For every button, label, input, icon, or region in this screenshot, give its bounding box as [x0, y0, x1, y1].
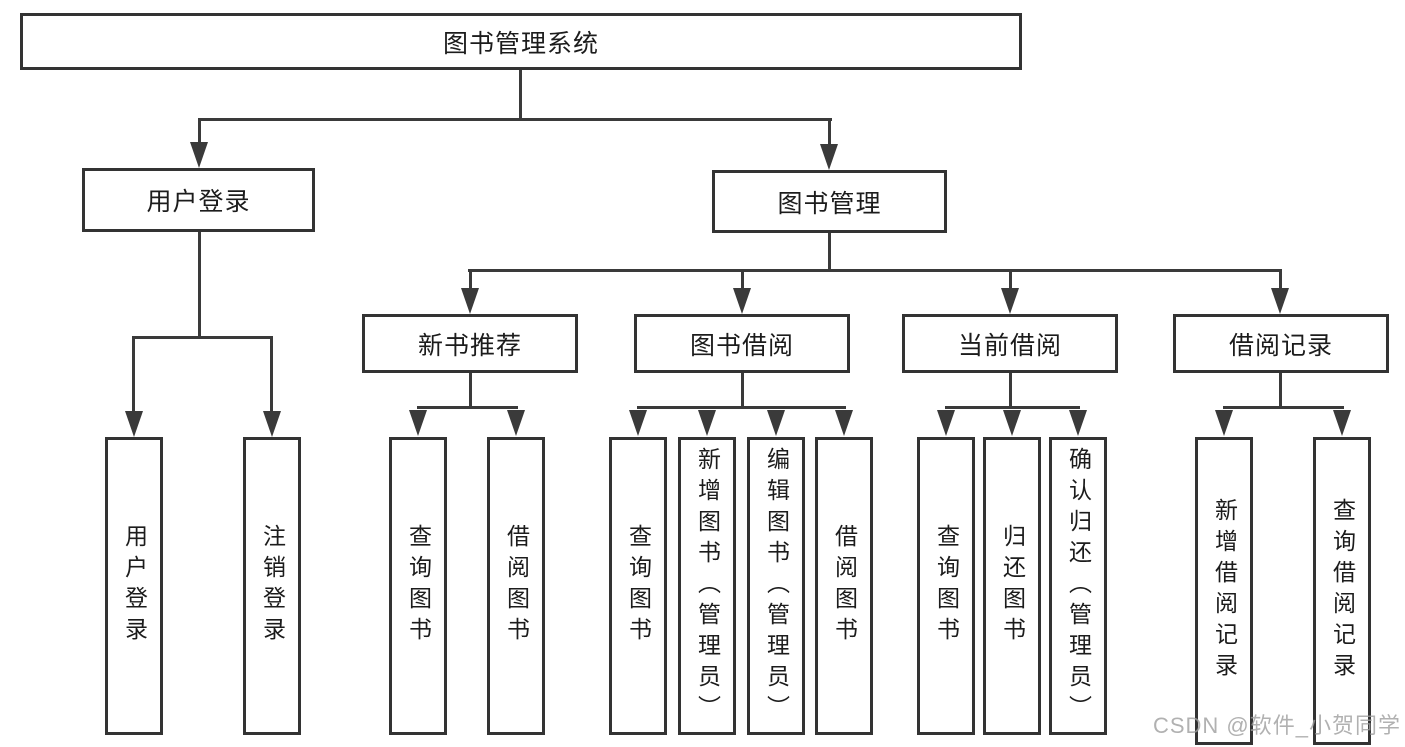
- csdn-watermark: CSDN @软件_小贺同学: [1152, 713, 1401, 738]
- leaf-borrow-books-1: 借阅图书: [487, 437, 545, 735]
- leaf-label: 借阅图书: [831, 524, 858, 648]
- arrowhead: [1001, 288, 1019, 314]
- connector-line: [1009, 269, 1012, 290]
- leaf-query-books-1: 查询图书: [389, 437, 447, 735]
- arrowhead: [409, 410, 427, 436]
- connector-line: [1009, 373, 1012, 409]
- connector-line: [198, 118, 201, 145]
- node-book-borrow: 图书借阅: [634, 314, 850, 373]
- leaf-query-books-2: 查询图书: [609, 437, 667, 735]
- leaf-add-books-admin: 新增图书（管理员）: [678, 437, 736, 735]
- leaf-add-borrow-record: 新增借阅记录: [1195, 437, 1253, 745]
- leaf-label: 查询借阅记录: [1329, 498, 1356, 684]
- node-borrow-record: 借阅记录: [1173, 314, 1389, 373]
- leaf-return-books: 归还图书: [983, 437, 1041, 735]
- node-current-borrow: 当前借阅: [902, 314, 1118, 373]
- connector-line: [270, 336, 273, 413]
- leaf-label: 归还图书: [999, 524, 1026, 648]
- leaf-label: 确认归还（管理员）: [1065, 446, 1092, 726]
- leaf-label: 借阅图书: [503, 524, 530, 648]
- arrowhead: [698, 410, 716, 436]
- connector-line: [469, 269, 472, 290]
- leaf-query-books-3: 查询图书: [917, 437, 975, 735]
- connector-line: [519, 70, 522, 120]
- connector-line: [198, 118, 832, 121]
- connector-line: [637, 406, 846, 409]
- leaf-label: 用户登录: [121, 524, 148, 648]
- arrowhead: [461, 288, 479, 314]
- leaf-borrow-books-2: 借阅图书: [815, 437, 873, 735]
- leaf-label: 查询图书: [625, 524, 652, 648]
- arrowhead: [1333, 410, 1351, 436]
- connector-line: [468, 269, 1282, 272]
- leaf-edit-books-admin: 编辑图书（管理员）: [747, 437, 805, 735]
- arrowhead: [125, 411, 143, 437]
- arrowhead: [937, 410, 955, 436]
- connector-line: [828, 118, 831, 146]
- arrowhead: [1271, 288, 1289, 314]
- leaf-label: 查询图书: [933, 524, 960, 648]
- node-book-mgmt: 图书管理: [712, 170, 947, 233]
- leaf-label: 查询图书: [405, 524, 432, 648]
- leaf-label: 新增借阅记录: [1211, 498, 1238, 684]
- leaf-user-login: 用户登录: [105, 437, 163, 735]
- connector-line: [1279, 373, 1282, 409]
- arrowhead: [733, 288, 751, 314]
- arrowhead: [1003, 410, 1021, 436]
- arrowhead: [507, 410, 525, 436]
- arrowhead: [190, 142, 208, 168]
- leaf-label: 编辑图书（管理员）: [763, 446, 790, 726]
- connector-line: [828, 233, 831, 272]
- connector-line: [741, 269, 744, 290]
- connector-line: [1223, 406, 1344, 409]
- connector-line: [132, 336, 272, 339]
- connector-line: [132, 336, 135, 413]
- arrowhead: [1069, 410, 1087, 436]
- node-root: 图书管理系统: [20, 13, 1022, 70]
- node-new-book-rec: 新书推荐: [362, 314, 578, 373]
- leaf-confirm-return-admin: 确认归还（管理员）: [1049, 437, 1107, 735]
- arrowhead: [263, 411, 281, 437]
- arrowhead: [767, 410, 785, 436]
- arrowhead: [629, 410, 647, 436]
- arrowhead: [820, 144, 838, 170]
- leaf-logout: 注销登录: [243, 437, 301, 735]
- connector-line: [741, 373, 744, 409]
- connector-line: [417, 406, 518, 409]
- arrowhead: [1215, 410, 1233, 436]
- connector-line: [1279, 269, 1282, 290]
- connector-line: [945, 406, 1080, 409]
- leaf-label: 注销登录: [259, 524, 286, 648]
- node-user-login: 用户登录: [82, 168, 315, 232]
- arrowhead: [835, 410, 853, 436]
- leaf-label: 新增图书（管理员）: [694, 446, 721, 726]
- leaf-query-borrow-record: 查询借阅记录: [1313, 437, 1371, 745]
- connector-line: [469, 373, 472, 409]
- connector-line: [198, 232, 201, 339]
